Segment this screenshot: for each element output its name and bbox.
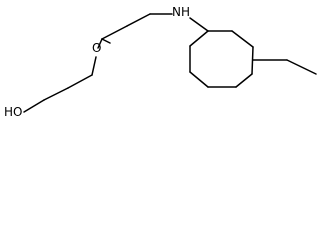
ether-oxygen-label: O [92, 41, 101, 55]
bond-c4-c5 [126, 13, 151, 27]
bond-ho-c1 [23, 99, 45, 113]
bond-o-c3-connector [97, 38, 103, 49]
bond-c1-c2 [43, 87, 69, 101]
bond-o-c2-connector [91, 56, 97, 76]
ring-bond-8 [189, 30, 209, 47]
bond-n-ring [189, 17, 209, 32]
ring-bond-6 [189, 71, 209, 88]
ring-bond-2 [231, 30, 254, 48]
bond-o-c3 [101, 38, 111, 44]
bond-methyl-end [286, 59, 317, 75]
hydroxyl-label: HO [4, 105, 22, 119]
chemical-structure: HO O NH [4, 5, 317, 119]
ring-bond-4 [235, 73, 253, 88]
bond-c3-c4 [101, 25, 128, 40]
amine-label: NH [172, 5, 190, 19]
bond-c2-o [67, 74, 93, 89]
